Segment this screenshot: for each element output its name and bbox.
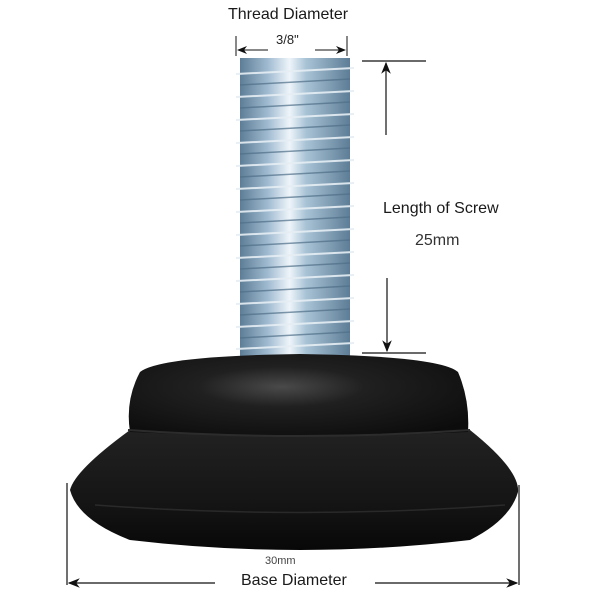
thread-diameter-dimension (235, 36, 348, 56)
base-diameter-dimension (66, 483, 520, 588)
screw-length-value: 25mm (415, 232, 460, 249)
base-diameter-label: Base Diameter (241, 572, 347, 589)
base-diameter-value: 30mm (265, 555, 296, 567)
rubber-base-icon (70, 354, 519, 550)
screw-length-label: Length of Screw (383, 200, 499, 217)
screw-length-dimension (362, 60, 426, 354)
thread-diameter-label: Thread Diameter (228, 6, 349, 23)
screw-thread-icon (235, 58, 355, 360)
thread-diameter-value: 3/8" (276, 32, 299, 47)
